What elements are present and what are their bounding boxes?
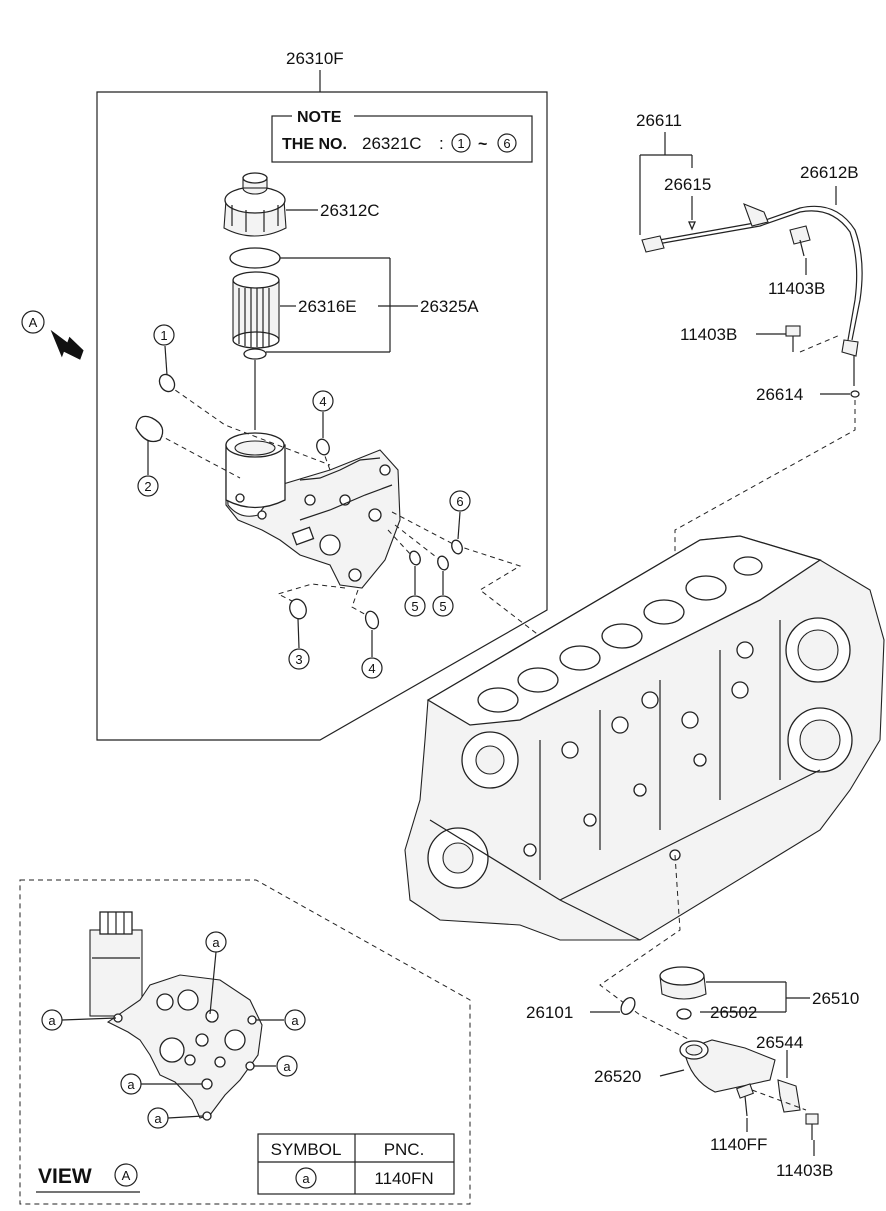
- bolt-bottom-label: 11403B: [776, 1161, 833, 1180]
- view-a-inset-frame: [19, 879, 471, 1205]
- cap-label: 26312C: [320, 201, 380, 220]
- filler-seal-label: 26502: [710, 1003, 757, 1022]
- view-callout-a-right: a: [291, 1013, 299, 1028]
- note-title: NOTE: [297, 109, 342, 126]
- tube-assy-label: 26611: [636, 111, 682, 130]
- callout-2: 2: [144, 479, 151, 494]
- filler-neck-label: 26520: [594, 1067, 641, 1086]
- oring-6-icon: [451, 539, 463, 555]
- view-callout-a-bottom: a: [154, 1111, 162, 1126]
- oring-tube-label: 26614: [756, 385, 803, 404]
- view-callout-a-mid: a: [127, 1077, 135, 1092]
- pnc-header: PNC.: [384, 1140, 425, 1159]
- view-callout-a-left: a: [48, 1013, 56, 1028]
- filter-element-icon: [232, 271, 280, 349]
- bracket-label: 26544: [756, 1033, 803, 1052]
- filler-bracket-icon: [777, 1079, 801, 1113]
- symbol-row-value: a: [302, 1171, 310, 1186]
- note-range-end: 6: [503, 136, 510, 151]
- tube-oring-icon: [850, 390, 860, 398]
- note-box: NOTE THE NO. 26321C : 1 ~ 6: [271, 108, 533, 163]
- view-a-marker: A: [29, 315, 38, 330]
- view-a-callouts: a a a a a a: [41, 931, 306, 1129]
- callout-4b: 4: [368, 661, 375, 676]
- note-range-start: 1: [457, 136, 464, 151]
- oring-1-icon: [158, 373, 176, 393]
- filler-seal-icon: [676, 1008, 692, 1020]
- note-colon: :: [439, 134, 444, 153]
- view-callout-a-top: a: [212, 935, 220, 950]
- assembly-label: 26310F: [286, 49, 344, 68]
- filter-cap-icon: [223, 172, 287, 237]
- filler-cap-assy-label: 26510: [812, 989, 859, 1008]
- bolt-top-label: 11403B: [768, 279, 825, 298]
- oring-4b-icon: [364, 610, 380, 630]
- dipstick-tube-icon: [641, 203, 863, 357]
- gasket-2-icon: [135, 415, 164, 443]
- callout-5b: 5: [439, 599, 446, 614]
- bolt-filler-label: 1140FF: [710, 1135, 767, 1154]
- callout-3: 3: [295, 652, 302, 667]
- callout-6: 6: [456, 494, 463, 509]
- oil-filter-assembly-frame: 26310F: [96, 49, 548, 741]
- filter-label: 26316E: [298, 297, 357, 316]
- view-label: VIEW: [38, 1165, 92, 1188]
- oil-filter-housing-icon: [225, 432, 401, 589]
- filler-neck-icon: [679, 1039, 776, 1093]
- oring-3-icon: [289, 598, 307, 620]
- bolt-mid-icon: [785, 325, 801, 352]
- oring-4a-icon: [316, 438, 330, 456]
- oring-5b-icon: [437, 555, 449, 571]
- tube-gasket-icon: [688, 221, 696, 231]
- filler-cap-icon: [659, 966, 707, 1000]
- tube-gasket-label: 26615: [664, 175, 711, 194]
- bolt-mid-label: 11403B: [680, 325, 737, 344]
- symbol-table: SYMBOL PNC. a 1140FN: [257, 1133, 455, 1195]
- engine-block-icon: [404, 535, 885, 941]
- pnc-row-value: 1140FN: [374, 1169, 433, 1188]
- callout-1: 1: [160, 328, 167, 343]
- view-callout-a-right-low: a: [283, 1059, 291, 1074]
- oring-5a-icon: [409, 550, 421, 566]
- note-part-number: 26321C: [362, 134, 422, 153]
- view-a-arrow-icon: A: [21, 310, 84, 360]
- note-prefix: THE NO.: [282, 136, 347, 153]
- view-label-marker: A: [122, 1168, 131, 1183]
- callout-5a: 5: [411, 599, 418, 614]
- dipstick-tube-label: 26612B: [800, 163, 859, 182]
- note-tilde: ~: [478, 136, 487, 153]
- filter-oring-icon: [243, 348, 267, 360]
- filter-kit-label: 26325A: [420, 297, 479, 316]
- bolt-bottom-icon: [805, 1113, 819, 1140]
- callout-group: 1 2 3 4 4 5 5 6: [137, 324, 471, 679]
- bolt-top-icon: [789, 225, 811, 257]
- gasket-label: 26101: [526, 1003, 573, 1022]
- view-a-housing-icon: [89, 911, 263, 1121]
- cap-seal-ring-icon: [229, 247, 281, 269]
- filler-gasket-icon: [620, 996, 636, 1016]
- bolt-filler-icon: [736, 1083, 754, 1117]
- callout-4a: 4: [319, 394, 326, 409]
- symbol-header: SYMBOL: [271, 1140, 342, 1159]
